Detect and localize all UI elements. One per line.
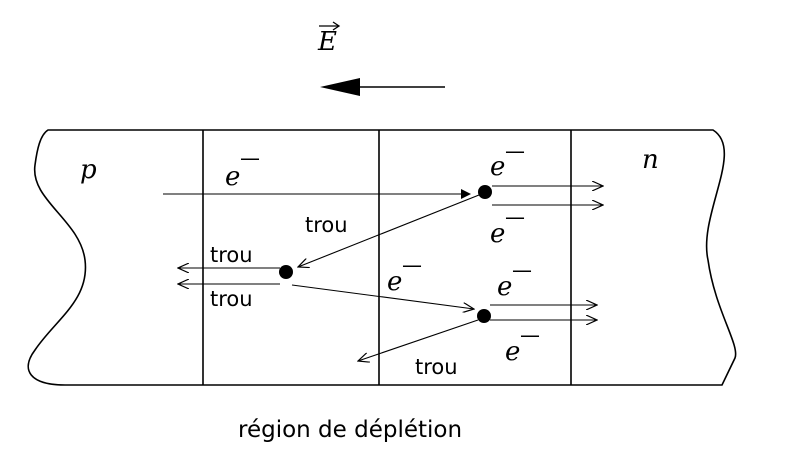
svg-text:—: — [512, 258, 532, 282]
ionization-point-2 [279, 265, 293, 279]
electric-field: E [317, 21, 445, 96]
svg-text:e: e [505, 337, 520, 367]
hole-label-4: trou [415, 355, 458, 379]
svg-text:e: e [387, 267, 402, 297]
svg-text:—: — [520, 323, 540, 347]
electron-label-4: e — [497, 258, 532, 302]
electron-label-2: e — [490, 205, 525, 249]
electron-label-1: e — [490, 139, 525, 182]
hole-label-1: trou [305, 213, 348, 237]
hole-label-3: trou [210, 287, 253, 311]
electron-label-3: e — [387, 253, 422, 297]
p-region-label: p [80, 155, 97, 185]
svg-text:e: e [497, 272, 512, 302]
svg-text:—: — [240, 146, 260, 170]
ionization-point-1 [478, 185, 492, 199]
ionization-point-3 [477, 309, 491, 323]
svg-text:—: — [402, 253, 422, 277]
svg-text:—: — [505, 139, 525, 163]
hole-arrow-3 [358, 319, 479, 361]
hole-arrow-1 [298, 194, 480, 267]
incoming-electron-label: e — [225, 146, 260, 192]
field-arrow-head [320, 78, 360, 96]
semiconductor-bar-outline [27, 129, 737, 386]
svg-text:e: e [490, 219, 505, 249]
n-region-label: n [642, 145, 659, 175]
svg-text:e: e [490, 152, 505, 182]
field-symbol: E [317, 27, 337, 57]
svg-text:—: — [505, 205, 525, 229]
electron-arrow-2 [291, 284, 474, 309]
svg-text:e: e [225, 162, 240, 192]
electron-label-5: e — [505, 323, 540, 367]
caption: région de déplétion [238, 417, 462, 443]
hole-label-2: trou [210, 243, 253, 267]
vector-arrowhead [332, 21, 341, 31]
